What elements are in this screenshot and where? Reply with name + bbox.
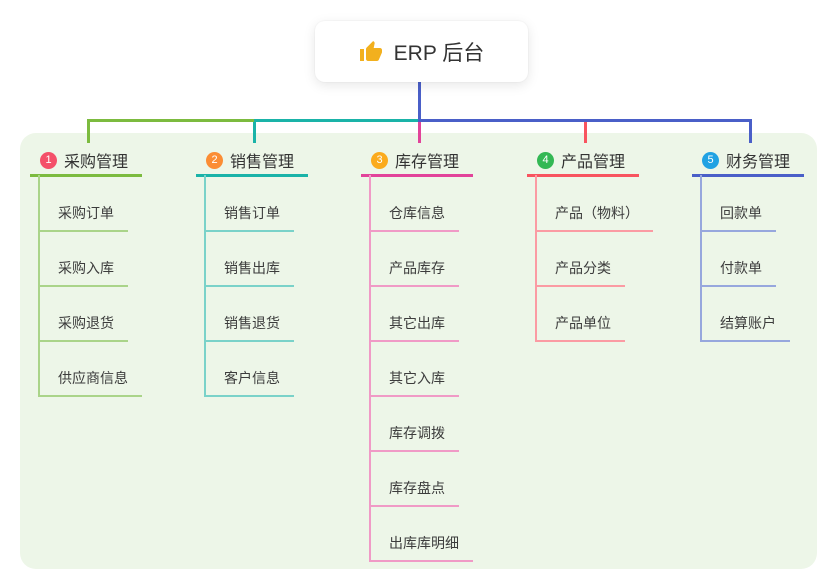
bus-segment — [88, 119, 254, 122]
thumbs-up-icon — [359, 40, 383, 64]
branch: 4 产品管理 产品（物料） 产品分类产品单位 — [527, 146, 653, 342]
child-node[interactable]: 仓库信息 — [369, 177, 459, 232]
branch: 2 销售管理 销售订单销售出库销售退货客户信息 — [196, 146, 308, 397]
branch-children: 仓库信息产品库存其它出库其它入库库存调拨库存盘点出库库明细 — [369, 177, 473, 562]
branch-children: 产品（物料） 产品分类产品单位 — [535, 177, 653, 342]
branch-label: 采购管理 — [64, 154, 129, 171]
child-label: 产品单位 — [555, 315, 611, 331]
child-label: 库存盘点 — [389, 480, 445, 496]
branch-children-connector — [369, 175, 371, 562]
branch-drop-line — [87, 119, 90, 143]
child-node[interactable]: 客户信息 — [204, 342, 294, 397]
child-label: 销售出库 — [224, 260, 280, 276]
child-label: 其它入库 — [389, 370, 445, 386]
branch-number-badge: 1 — [40, 151, 57, 169]
child-node[interactable]: 销售出库 — [204, 232, 294, 287]
child-label: 库存调拨 — [389, 425, 445, 441]
child-node[interactable]: 其它出库 — [369, 287, 459, 342]
child-label: 回款单 — [720, 205, 762, 221]
child-node[interactable]: 出库库明细 — [369, 507, 473, 562]
branch-number-badge: 3 — [371, 151, 388, 169]
child-node[interactable]: 产品库存 — [369, 232, 459, 287]
mindmap-panel — [20, 133, 817, 569]
child-node[interactable]: 结算账户 — [700, 287, 790, 342]
branch-children-connector — [700, 175, 702, 342]
branch: 3 库存管理 仓库信息产品库存其它出库其它入库库存调拨库存盘点出库库明细 — [361, 146, 473, 562]
child-label: 客户信息 — [224, 370, 280, 386]
child-node[interactable]: 产品单位 — [535, 287, 625, 342]
branch-label: 财务管理 — [726, 154, 791, 171]
child-node[interactable]: 采购退货 — [38, 287, 128, 342]
branch: 1 采购管理 采购订单采购入库采购退货供应商信息 — [30, 146, 142, 397]
bus-segment — [419, 119, 752, 122]
branch-title-node[interactable]: 1 采购管理 — [30, 146, 142, 177]
child-label: 销售退货 — [224, 315, 280, 331]
child-node[interactable]: 销售退货 — [204, 287, 294, 342]
root-node[interactable]: ERP 后台 — [315, 21, 528, 82]
branch-children: 回款单付款单结算账户 — [700, 177, 790, 342]
child-label: 结算账户 — [720, 315, 776, 331]
branch-number-badge: 2 — [206, 151, 223, 169]
branch-children-connector — [535, 175, 537, 342]
branch-title-node[interactable]: 2 销售管理 — [196, 146, 308, 177]
child-label: 产品库存 — [389, 260, 445, 276]
branch-drop-line — [584, 119, 587, 143]
child-node[interactable]: 库存调拨 — [369, 397, 459, 452]
child-label: 产品（物料） — [555, 205, 639, 221]
child-node[interactable]: 销售订单 — [204, 177, 294, 232]
branch-title-node[interactable]: 5 财务管理 — [692, 146, 804, 177]
child-node[interactable]: 产品（物料） — [535, 177, 653, 232]
branch-label: 销售管理 — [230, 154, 295, 171]
branch-label: 库存管理 — [395, 154, 460, 171]
child-node[interactable]: 付款单 — [700, 232, 776, 287]
branch-children: 销售订单销售出库销售退货客户信息 — [204, 177, 294, 397]
child-label: 仓库信息 — [389, 205, 445, 221]
child-node[interactable]: 采购订单 — [38, 177, 128, 232]
branch: 5 财务管理 回款单付款单结算账户 — [692, 146, 804, 342]
child-label: 付款单 — [720, 260, 762, 276]
branch-drop-line — [749, 119, 752, 143]
child-node[interactable]: 其它入库 — [369, 342, 459, 397]
root-stem-line — [418, 82, 421, 122]
child-label: 销售订单 — [224, 205, 280, 221]
branch-label: 产品管理 — [561, 154, 626, 171]
root-label: ERP 后台 — [393, 41, 485, 65]
child-node[interactable]: 采购入库 — [38, 232, 128, 287]
branch-children: 采购订单采购入库采购退货供应商信息 — [38, 177, 142, 397]
child-node[interactable]: 产品分类 — [535, 232, 625, 287]
child-label: 产品分类 — [555, 260, 611, 276]
branch-drop-line — [253, 119, 256, 143]
branch-title-node[interactable]: 4 产品管理 — [527, 146, 639, 177]
branch-number-badge: 5 — [702, 151, 719, 169]
child-node[interactable]: 供应商信息 — [38, 342, 142, 397]
branch-title-node[interactable]: 3 库存管理 — [361, 146, 473, 177]
child-node[interactable]: 库存盘点 — [369, 452, 459, 507]
child-label: 采购退货 — [58, 315, 114, 331]
child-label: 采购入库 — [58, 260, 114, 276]
child-label: 供应商信息 — [58, 370, 128, 386]
child-label: 出库库明细 — [389, 535, 459, 551]
branch-number-badge: 4 — [537, 151, 554, 169]
child-node[interactable]: 回款单 — [700, 177, 776, 232]
bus-segment — [254, 119, 419, 122]
branch-drop-line — [418, 119, 421, 143]
child-label: 采购订单 — [58, 205, 114, 221]
child-label: 其它出库 — [389, 315, 445, 331]
